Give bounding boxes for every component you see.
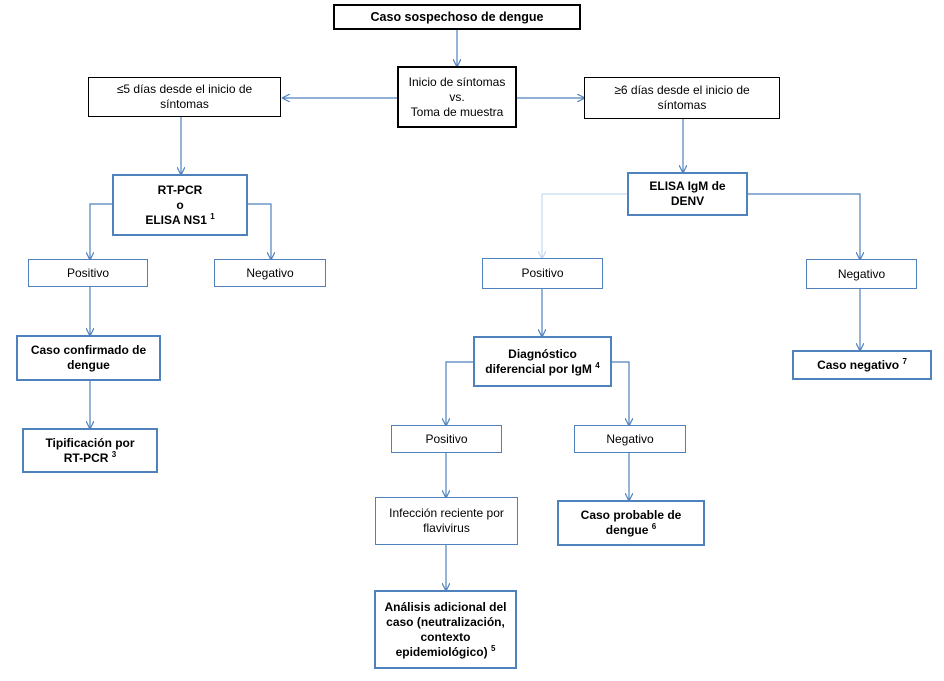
compare-line-1: Inicio de síntomas (408, 74, 506, 89)
probable-line-1: Caso probable de (580, 508, 682, 522)
compare-line-3: Toma de muestra (410, 104, 504, 119)
confirmed-line-2: dengue (67, 358, 110, 372)
right-negative-box: Negativo (806, 259, 917, 289)
right-branch-line-2: síntomas (657, 98, 707, 112)
probable-footnote: 6 (651, 522, 657, 531)
typing-line-2: RT-PCR (63, 450, 109, 465)
left-negative-box: Negativo (214, 259, 326, 287)
diff-negative-box: Negativo (574, 425, 686, 453)
rtpcr-or-ns1-box: RT-PCR o ELISA NS1 1 (112, 174, 248, 236)
right-test-line-2: DENV (670, 194, 705, 208)
arrow-diff-to-negative (612, 361, 629, 425)
right-negative-label: Negativo (837, 266, 886, 281)
right-branch-box: ≥6 días desde el inicio de síntomas (584, 77, 780, 119)
onset-vs-sample-box: Inicio de síntomas vs. Toma de muestra (397, 66, 517, 128)
left-test-line-2: o (176, 197, 184, 212)
suspected-case-box: Caso sospechoso de dengue (333, 4, 581, 30)
arrow-left-test-to-negative (248, 203, 271, 259)
left-test-line-1: RT-PCR (157, 182, 203, 197)
differential-diagnosis-box: Diagnóstico diferencial por IgM 4 (473, 336, 612, 387)
diff-positive-box: Positivo (391, 425, 502, 453)
analysis-line-4: epidemiológico) (395, 644, 488, 659)
diff-line-2: diferencial por IgM (485, 361, 592, 376)
left-test-footnote: 1 (210, 211, 215, 221)
diff-line-1: Diagnóstico (508, 346, 577, 361)
recent-flavivirus-box: Infección reciente por flavivirus (375, 497, 518, 545)
recent-line-1: Infección reciente por (389, 506, 504, 520)
confirmed-case-box: Caso confirmado de dengue (16, 335, 161, 381)
analysis-line-1: Análisis adicional del (384, 599, 507, 614)
additional-analysis-box: Análisis adicional del caso (neutralizac… (374, 590, 517, 669)
probable-line-2: dengue (605, 523, 649, 537)
left-negative-label: Negativo (246, 265, 294, 280)
confirmed-line-1: Caso confirmado de (30, 343, 147, 357)
left-test-line-3: ELISA NS1 (145, 212, 207, 227)
typing-line-1: Tipificación por (45, 435, 135, 450)
typing-rtpcr-box: Tipificación por RT-PCR 3 (22, 428, 158, 473)
left-branch-line-2: síntomas (160, 97, 209, 111)
neg-case-label: Caso negativo (817, 357, 900, 372)
diff-negative-label: Negativo (606, 431, 654, 446)
left-branch-line-1: ≤5 días desde el inicio de (116, 82, 253, 96)
compare-line-2: vs. (449, 89, 465, 104)
probable-case-box: Caso probable de dengue 6 (557, 500, 705, 546)
analysis-line-3: contexto (420, 629, 471, 644)
right-positive-box: Positivo (482, 258, 603, 289)
diff-positive-label: Positivo (425, 431, 468, 446)
recent-line-2: flavivirus (423, 521, 470, 535)
suspected-case-label: Caso sospechoso de dengue (370, 9, 544, 24)
right-branch-line-1: ≥6 días desde el inicio de (614, 83, 750, 97)
left-positive-box: Positivo (28, 259, 148, 287)
arrow-left-test-to-positive (90, 203, 112, 259)
arrow-diff-to-positive (446, 361, 473, 425)
right-positive-label: Positivo (521, 266, 564, 280)
typing-footnote: 3 (111, 449, 117, 459)
right-test-line-1: ELISA IgM de (649, 179, 726, 193)
negative-case-box: Caso negativo 7 (792, 350, 932, 380)
diff-footnote: 4 (595, 360, 600, 370)
analysis-line-2: caso (neutralización, (386, 614, 505, 629)
left-positive-label: Positivo (66, 265, 110, 280)
elisa-igm-box: ELISA IgM de DENV (627, 172, 748, 216)
left-branch-box: ≤5 días desde el inicio de síntomas (88, 77, 281, 117)
arrow-right-test-to-negative (748, 193, 860, 259)
analysis-footnote: 5 (490, 643, 496, 653)
neg-case-footnote: 7 (902, 356, 907, 366)
arrow-right-test-to-positive (542, 193, 627, 258)
